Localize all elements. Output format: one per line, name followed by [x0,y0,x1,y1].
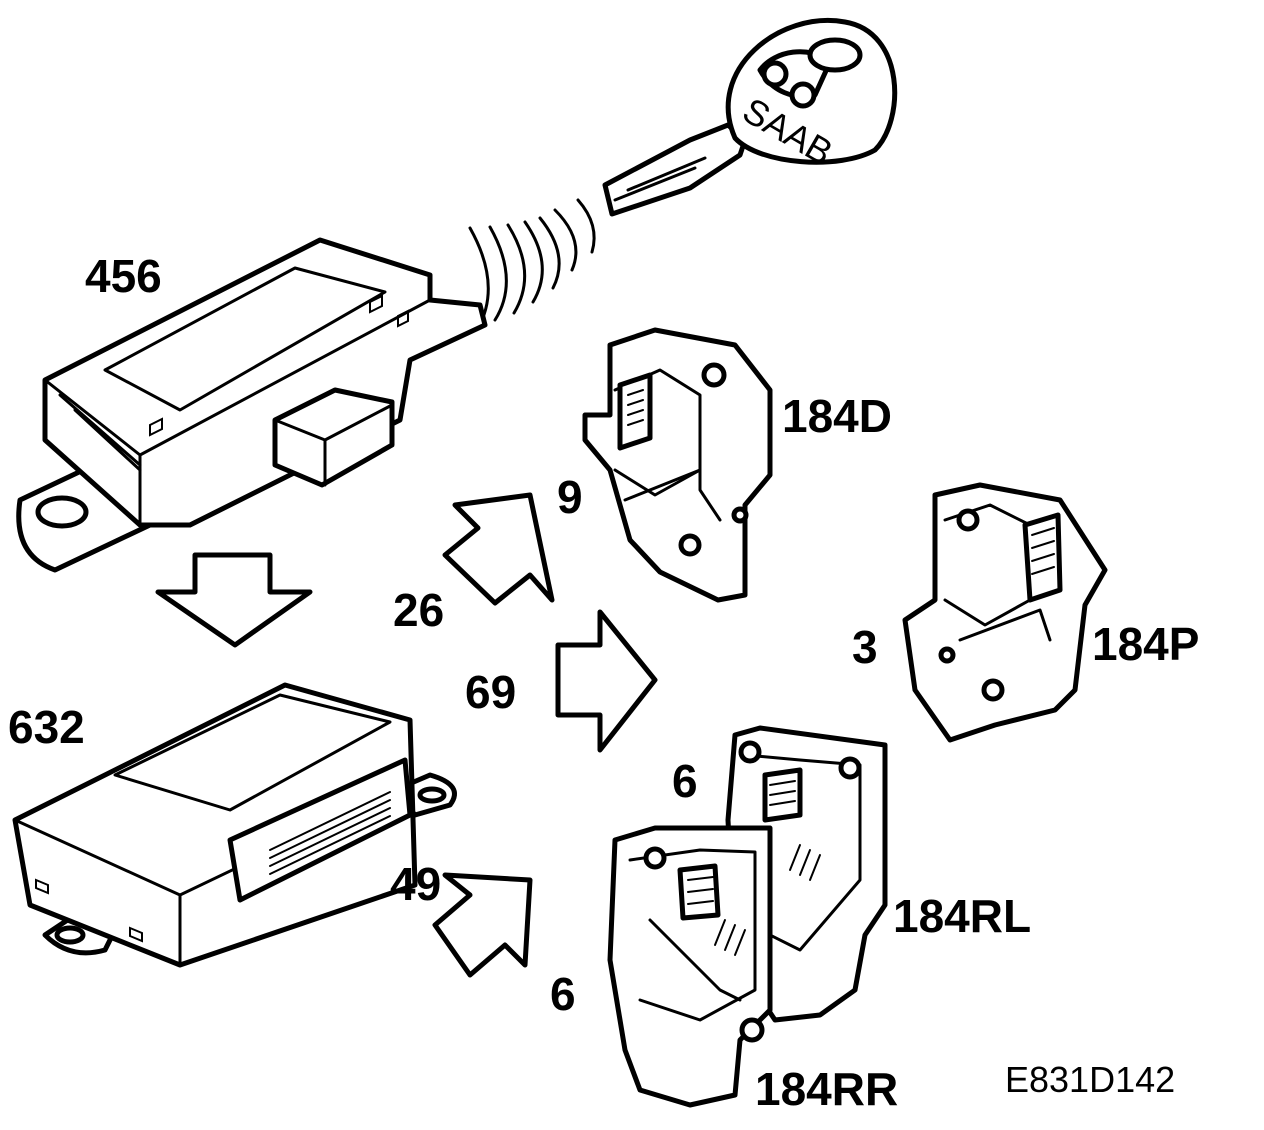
arrow-26 [442,492,555,606]
label-pin-6-rl: 6 [672,755,698,807]
lock-184P [902,482,1108,743]
label-456: 456 [85,250,162,302]
label-184D: 184D [782,390,892,442]
label-pin-6-rr: 6 [550,968,576,1020]
lock-184RR [607,825,773,1108]
module-632 [12,682,457,968]
module-456 [16,237,488,573]
remote-key: SAAB [602,18,898,217]
down-arrow [155,552,313,648]
label-pin-3: 3 [852,621,878,673]
figure-code: E831D142 [1005,1059,1175,1100]
label-arrow-26: 26 [393,584,444,636]
label-632: 632 [8,701,85,753]
arrow-69 [555,609,658,753]
label-arrow-69: 69 [465,666,516,718]
label-184P: 184P [1092,618,1199,670]
label-184RR: 184RR [755,1063,898,1115]
label-184RL: 184RL [893,890,1031,942]
radio-signal-waves [468,198,596,330]
lock-184D [582,327,773,603]
label-pin-9: 9 [557,471,583,523]
label-arrow-49: 49 [390,858,441,910]
arrow-49 [432,872,533,978]
